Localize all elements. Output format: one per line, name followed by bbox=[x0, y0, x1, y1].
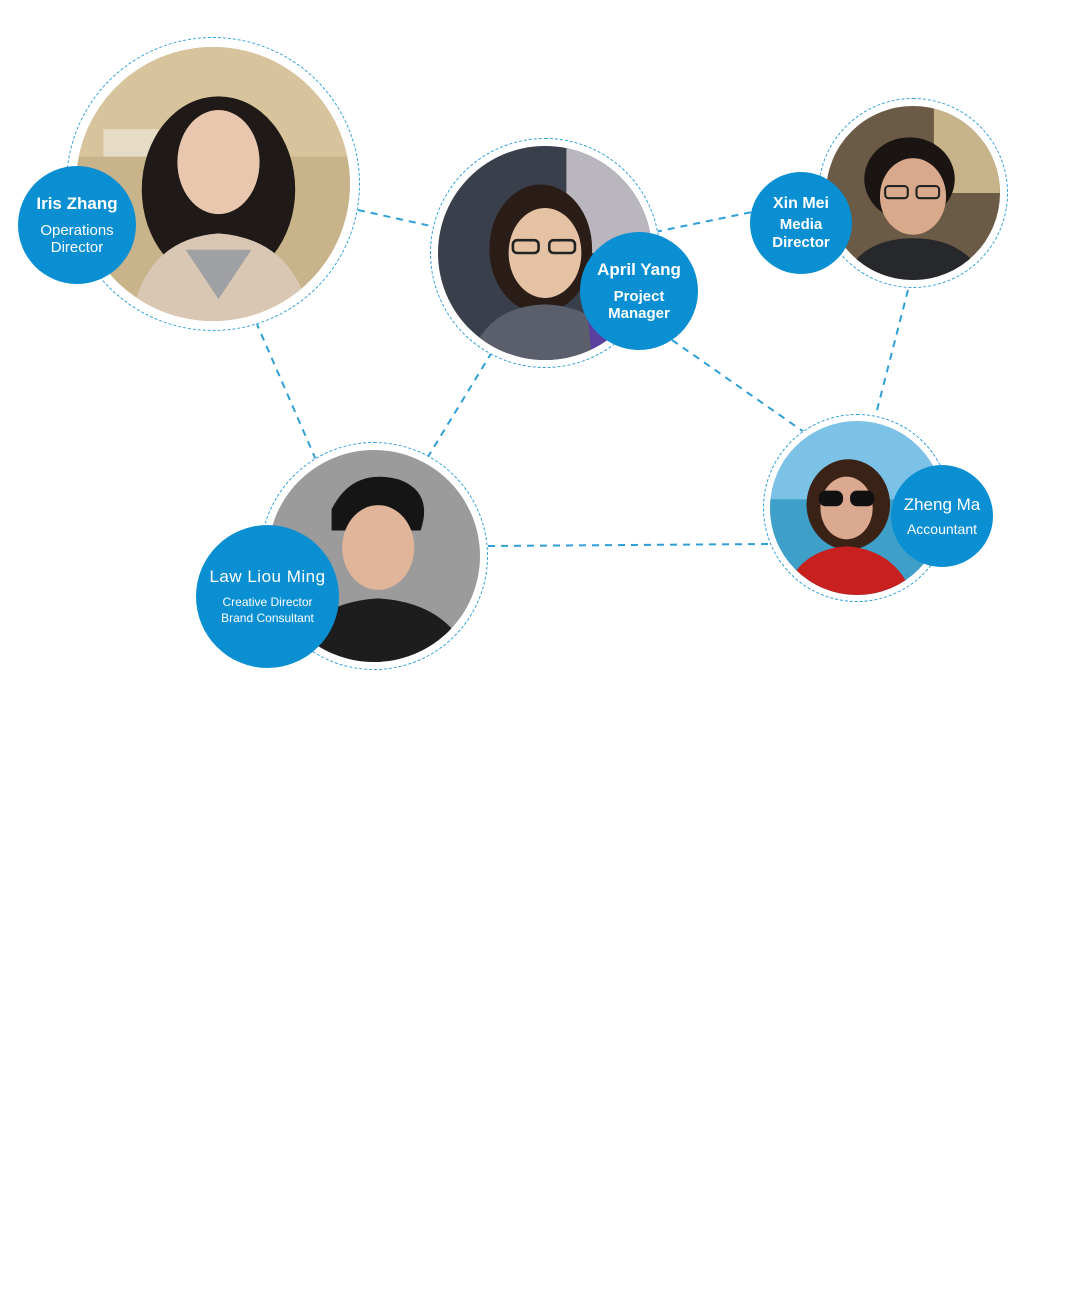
member-role-line: Accountant bbox=[906, 520, 978, 537]
member-role-line: Director bbox=[772, 233, 830, 251]
member-role-line: Director bbox=[50, 238, 104, 256]
link-xin-zheng bbox=[875, 289, 909, 415]
xin-mei-photo bbox=[826, 106, 1000, 280]
link-april-zheng bbox=[671, 339, 805, 433]
law-liou-ming-photo bbox=[268, 450, 480, 662]
link-iris-april bbox=[357, 209, 441, 229]
april-yang-badge: April Yang Project Manager bbox=[580, 232, 698, 350]
member-name: Law Liou Ming bbox=[209, 566, 326, 586]
member-name: April Yang bbox=[597, 259, 681, 279]
member-role-line: Media bbox=[779, 216, 823, 234]
member-name: Xin Mei bbox=[772, 195, 829, 213]
link-law-zheng bbox=[487, 543, 771, 547]
member-name: Zheng Ma bbox=[903, 495, 981, 515]
xin-mei-badge: Xin Mei Media Director bbox=[750, 172, 852, 274]
member-role-line: Creative Director bbox=[222, 595, 313, 610]
link-iris-law bbox=[255, 321, 317, 461]
member-role-line: Project bbox=[613, 287, 665, 305]
zheng-ma-badge: Zheng Ma Accountant bbox=[891, 465, 993, 567]
member-role-line: Brand Consultant bbox=[221, 611, 314, 626]
iris-zhang-badge: Iris Zhang Operations Director bbox=[18, 166, 136, 284]
member-role-line: Operations bbox=[40, 221, 114, 239]
member-role-line: Manager bbox=[608, 304, 670, 322]
member-name: Iris Zhang bbox=[36, 193, 118, 213]
link-april-xin bbox=[654, 211, 753, 233]
link-april-law bbox=[425, 351, 493, 461]
law-liou-ming-badge: Law Liou Ming Creative Director Brand Co… bbox=[196, 525, 339, 668]
